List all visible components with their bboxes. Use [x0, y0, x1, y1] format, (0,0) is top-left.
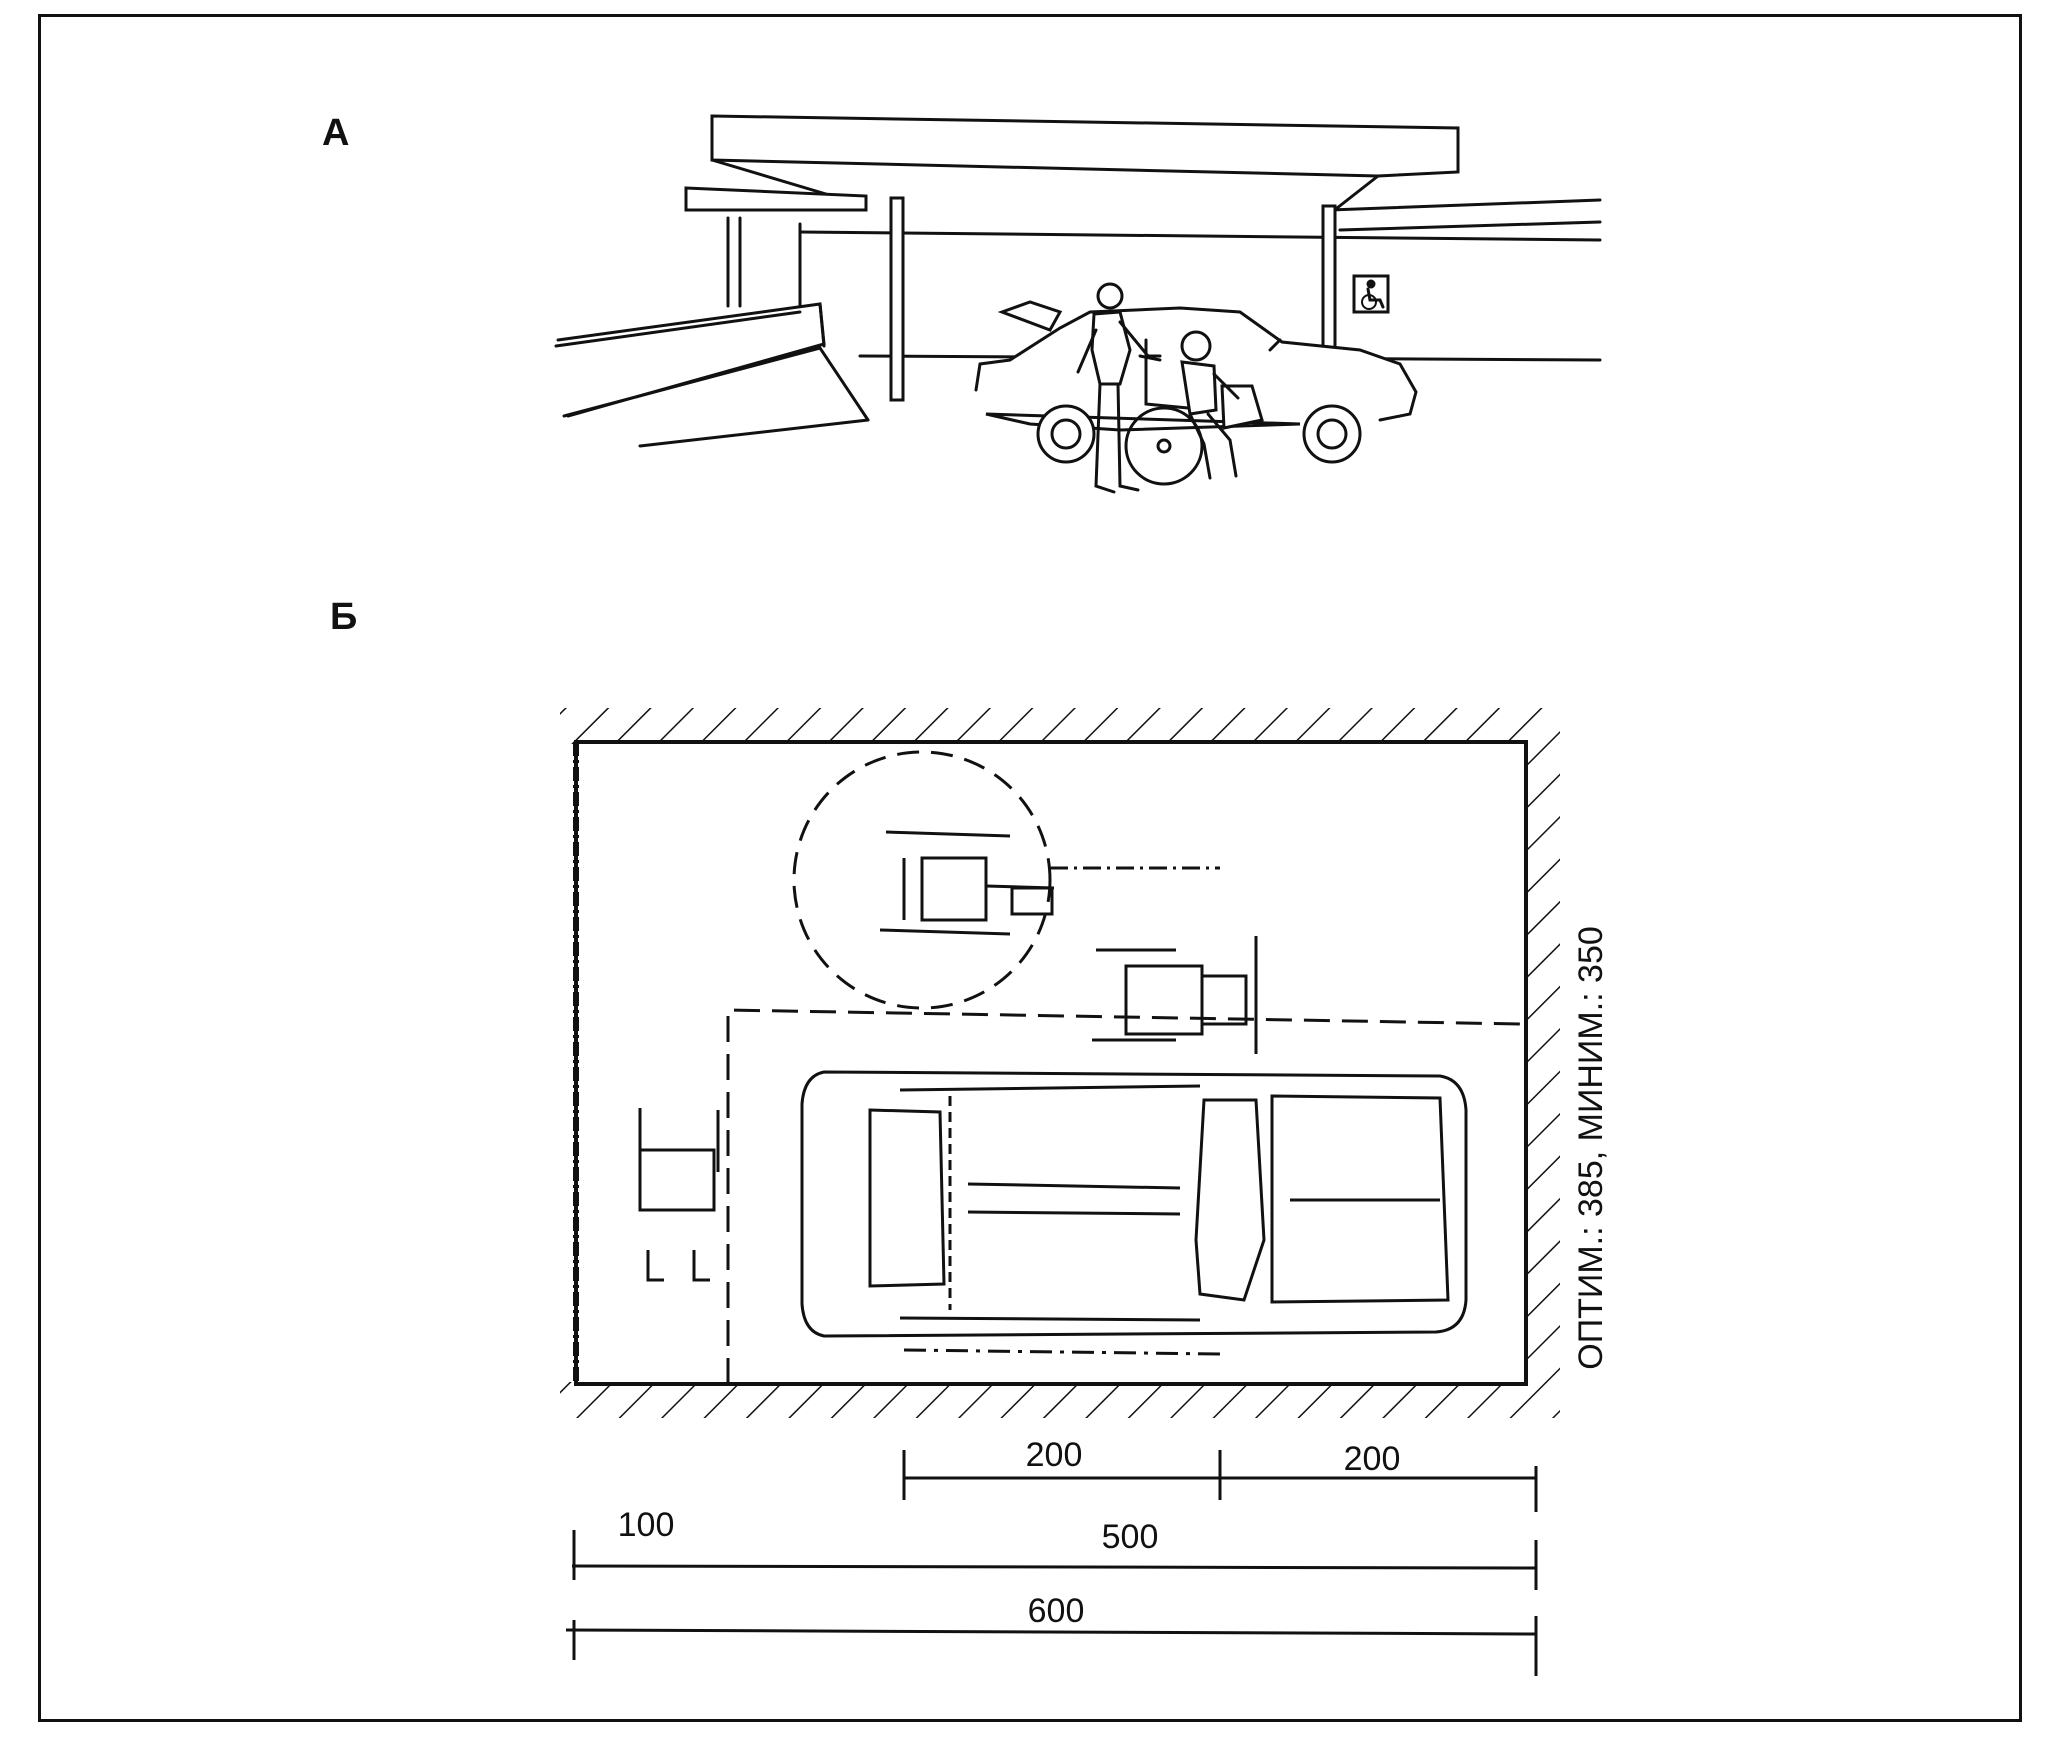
dimension-label-200-right: 200	[1344, 1440, 1401, 1478]
ramp-parapet	[554, 302, 870, 448]
panel-b-plan: 200 200 100 500 600 ОПТИМ.: 385, МИНИМ.:…	[560, 708, 1610, 1676]
dimension-label-600: 600	[1028, 1592, 1085, 1630]
dimension-label-500: 500	[1102, 1518, 1159, 1556]
canopy-roof	[684, 114, 1602, 232]
transfer-zone-boundary	[726, 1008, 1521, 1384]
dimension-label-200-left: 200	[1026, 1436, 1083, 1474]
panel-b-label: Б	[330, 596, 358, 638]
standing-person	[1076, 282, 1162, 494]
dimension-lines	[565, 1450, 1538, 1676]
car-door-swing-line	[903, 1348, 1221, 1356]
wheelchair-plan-left	[638, 1108, 720, 1282]
dimension-label-100: 100	[618, 1506, 675, 1544]
panel-a-label: А	[322, 112, 350, 154]
wall-top-hatch	[560, 708, 1560, 744]
figure-frame	[38, 14, 2022, 1722]
wheelchair-sign-icon	[1352, 274, 1390, 314]
side-dimension-label: ОПТИМ.: 385, МИНИМ.: 350	[1572, 926, 1610, 1370]
wheelchair-turning-circle	[792, 750, 1052, 1010]
wheelchair-plan-at-door	[1092, 936, 1258, 1054]
canopy-column-left	[889, 196, 905, 402]
panel-a-illustration	[554, 114, 1602, 494]
wheelchair-plan-in-circle	[879, 830, 1220, 936]
wheelchair-user	[1124, 330, 1240, 486]
wall-bottom-hatch	[560, 1382, 1560, 1418]
car-top-view	[800, 1070, 1468, 1338]
building-wall-line	[798, 230, 1602, 242]
wall-right-hatch	[1524, 744, 1560, 1382]
